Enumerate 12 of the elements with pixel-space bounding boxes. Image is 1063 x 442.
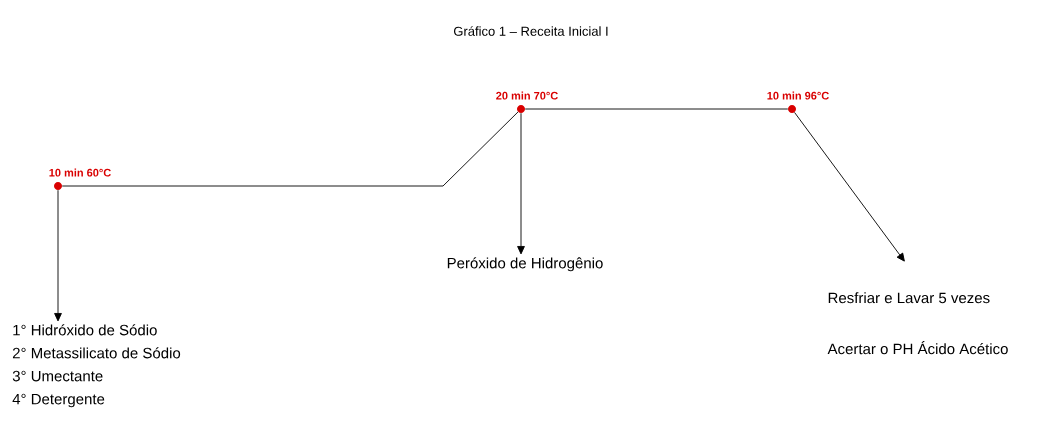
step-text: Peróxido de Hidrogênio xyxy=(447,257,603,272)
curve-line xyxy=(61,111,519,187)
curve-line xyxy=(524,108,789,110)
temperature-label: 10 min 60°C xyxy=(49,168,111,177)
arrow xyxy=(517,112,525,255)
temperature-label: 10 min 96°C xyxy=(767,91,829,100)
step-text: Resfriar e Lavar 5 vezes Acertar o PH Ácido Acético xyxy=(827,292,1008,355)
title: Gráfico 1 – Receita Inicial I xyxy=(454,26,608,36)
temperature-label: 20 min 70°C xyxy=(496,91,558,100)
step-text: 1° Hidróxido de Sódio 2° Metassilicato de Sódio 3° Umectante 4° Detergente xyxy=(12,324,181,408)
arrow xyxy=(54,189,62,322)
arrow xyxy=(794,111,905,262)
